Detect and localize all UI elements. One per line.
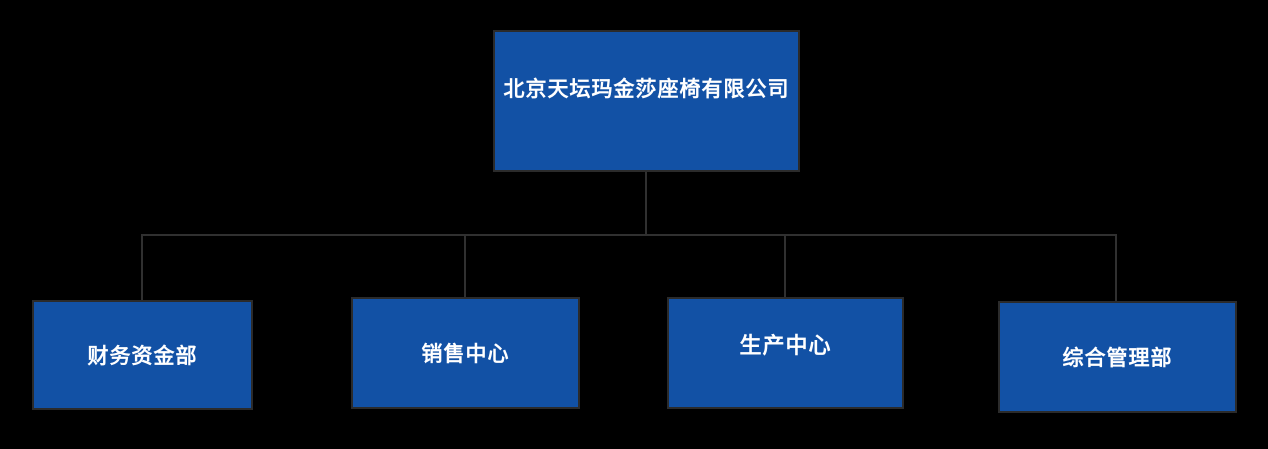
- org-node-admin-dept: 综合管理部: [998, 301, 1237, 413]
- org-node-company: 北京天坛玛金莎座椅有限公司: [493, 30, 800, 172]
- org-node-sales-center-label: 销售中心: [421, 342, 510, 366]
- connector-drop-sales: [464, 236, 466, 297]
- org-node-finance-dept: 财务资金部: [32, 300, 253, 410]
- org-node-production-center-label: 生产中心: [739, 333, 832, 358]
- org-node-finance-dept-label: 财务资金部: [87, 344, 198, 368]
- connector-horizontal-bar: [141, 234, 1117, 236]
- connector-drop-admin: [1115, 236, 1117, 301]
- org-node-company-label: 北京天坛玛金莎座椅有限公司: [503, 77, 790, 101]
- org-node-sales-center: 销售中心: [351, 297, 580, 409]
- connector-drop-production: [784, 236, 786, 297]
- org-node-admin-dept-label: 综合管理部: [1062, 346, 1173, 370]
- org-node-production-center: 生产中心: [667, 297, 904, 409]
- connector-drop-finance: [141, 236, 143, 300]
- connector-root-stem: [645, 172, 647, 235]
